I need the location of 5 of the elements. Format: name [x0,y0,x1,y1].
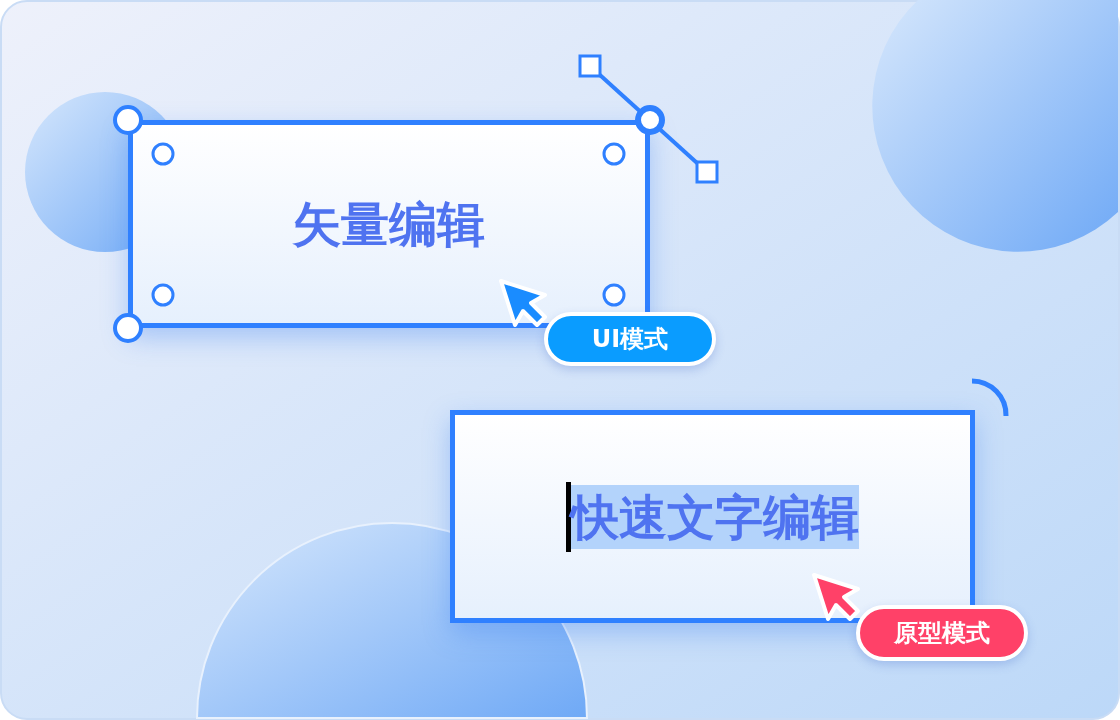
heading-text: 矢量编辑 [293,195,485,254]
selected-frame [128,120,650,328]
mode-tag: UI模式 [544,312,716,366]
mode-tag: 原型模式 [856,605,1028,661]
selected-text: 快速文字编辑 [571,484,859,549]
